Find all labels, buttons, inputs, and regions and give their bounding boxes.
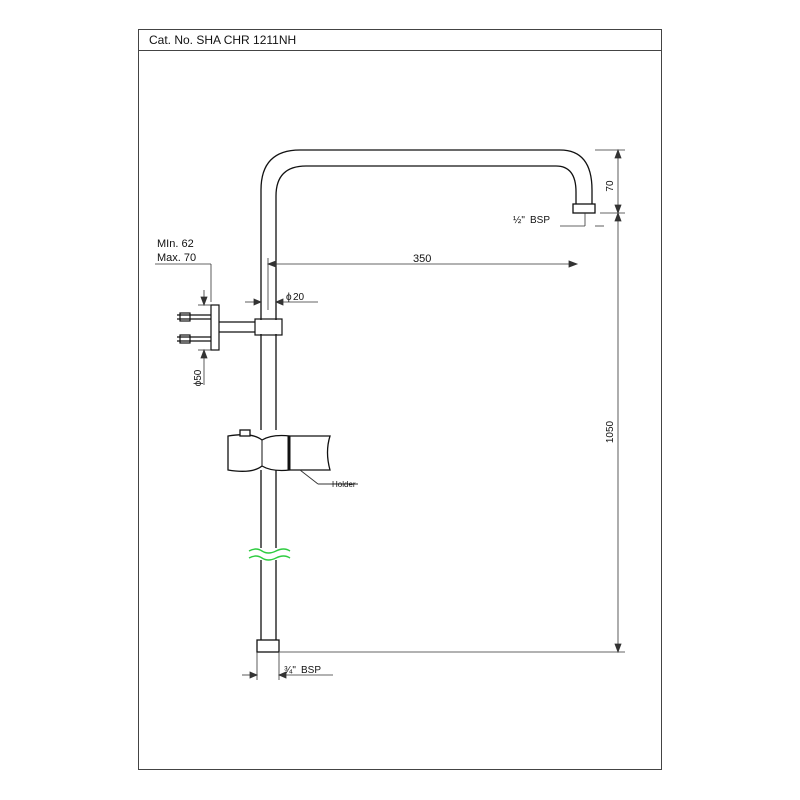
inlet-thread-label: BSP	[301, 665, 321, 676]
total-height-label: 1050	[605, 420, 616, 443]
hand-shower-holder	[227, 429, 331, 472]
holder-label: Holder	[332, 480, 356, 489]
wall-bracket	[177, 304, 283, 351]
bracket-clamp	[254, 318, 283, 336]
pipe-diameter-label: 20	[293, 292, 305, 303]
outlet-thread-fraction: ½"	[513, 215, 525, 226]
min-offset-label: MIn. 62	[157, 238, 194, 250]
bend-height-label: 70	[605, 180, 616, 192]
catalog-number: Cat. No. SHA CHR 1211NH	[149, 33, 297, 47]
inlet-nut	[256, 639, 280, 653]
title-block: Cat. No. SHA CHR 1211NH	[139, 30, 661, 51]
wall-flange	[210, 304, 220, 351]
outlet-thread-label: BSP	[530, 215, 550, 226]
break-mark	[248, 548, 291, 561]
pipe-diameter-symbol: ϕ	[286, 292, 292, 303]
riser-pipe	[256, 149, 596, 653]
pipe-inner-edge	[275, 165, 577, 320]
outlet-nut	[572, 203, 596, 214]
pipe-outer-edge	[260, 149, 593, 320]
arm-length-label: 350	[413, 253, 431, 265]
drawing-frame: Cat. No. SHA CHR 1211NH	[138, 29, 662, 770]
flange-diameter-label: ϕ50	[193, 369, 204, 386]
holder-leader	[299, 469, 358, 485]
max-offset-label: Max. 70	[157, 252, 196, 264]
wall-screws	[177, 312, 211, 344]
inlet-thread-fraction: ¾"	[284, 665, 296, 676]
dimension-lines	[155, 148, 625, 680]
